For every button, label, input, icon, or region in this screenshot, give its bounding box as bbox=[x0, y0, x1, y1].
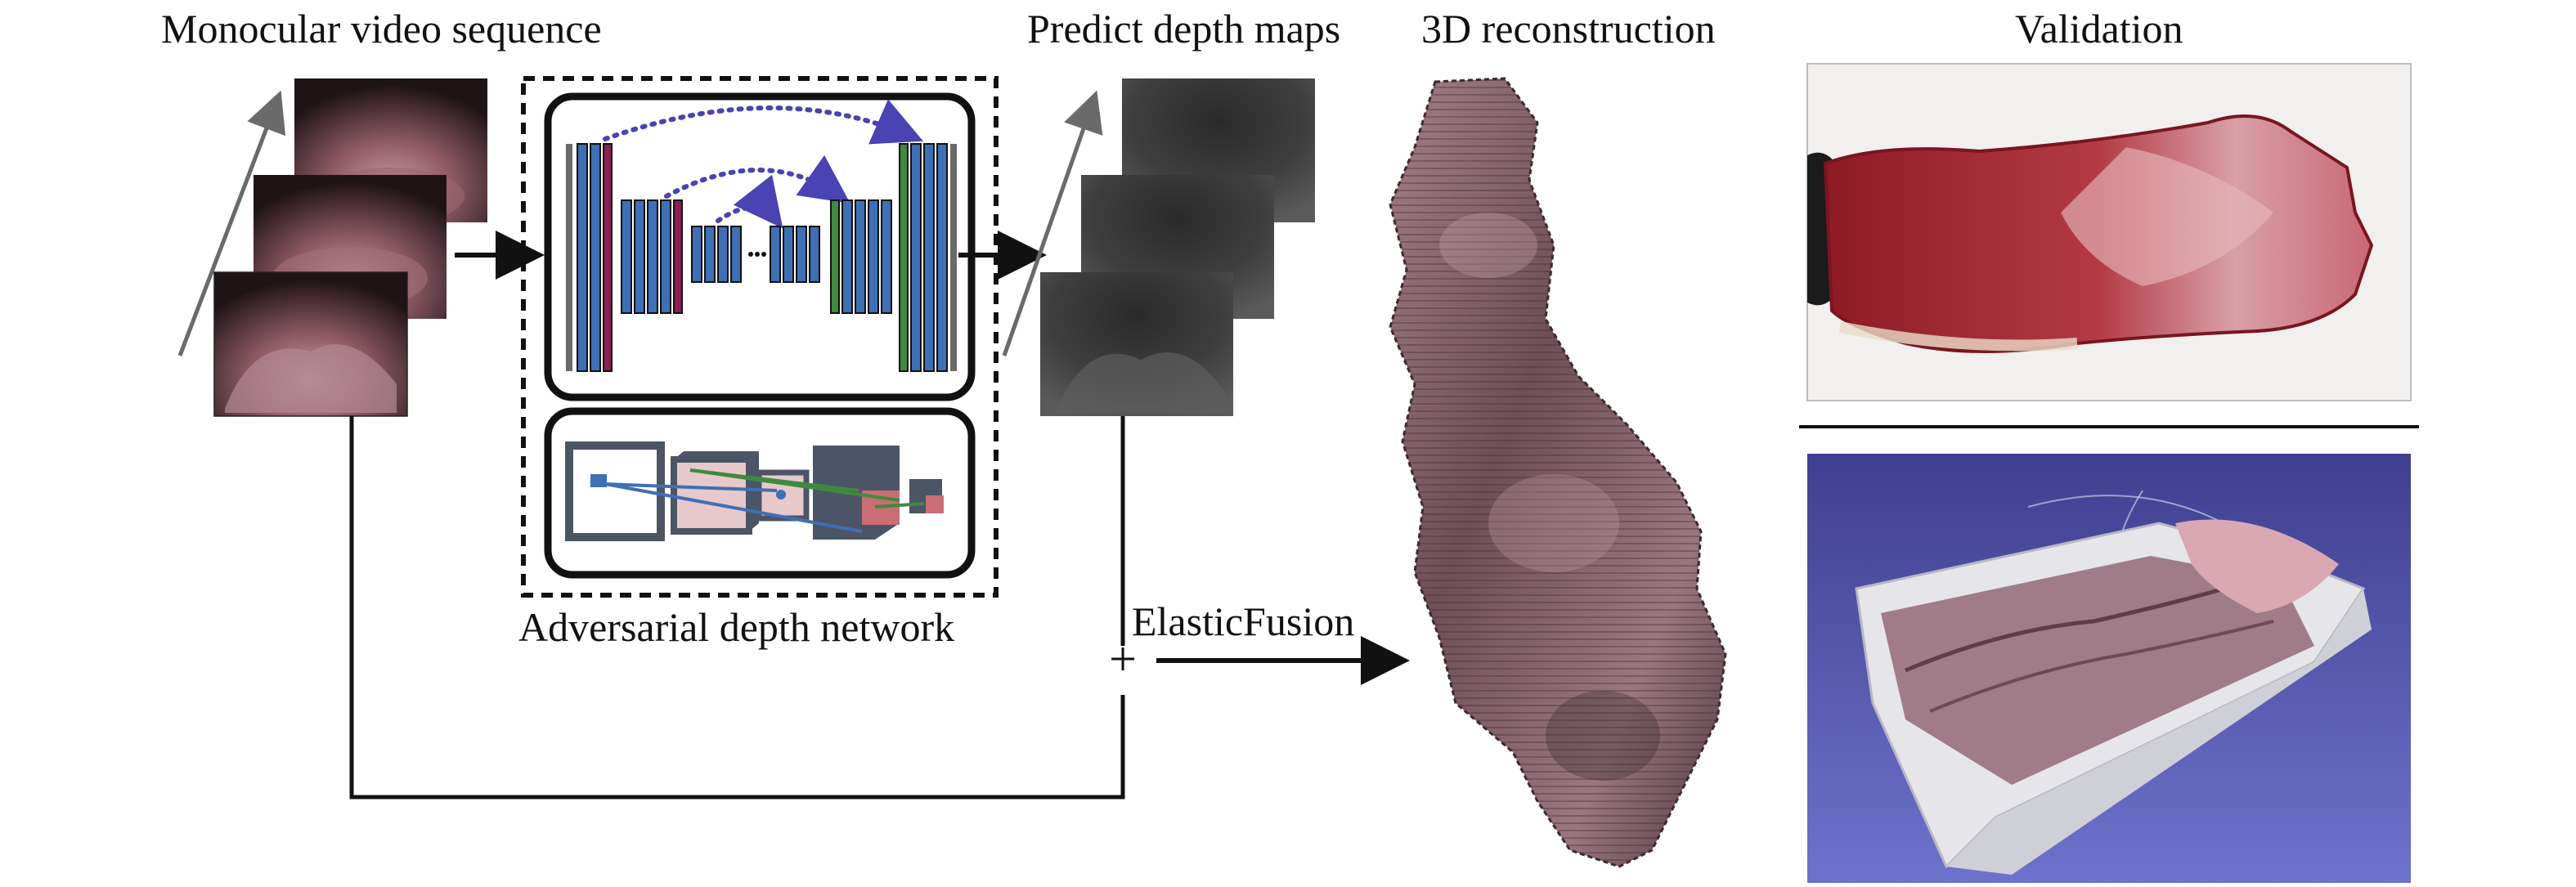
discriminator-cnn bbox=[544, 407, 976, 579]
skip-connection-inner bbox=[716, 174, 783, 229]
point-cloud-reconstruction bbox=[1389, 77, 1727, 868]
decoder-stage-1 bbox=[899, 143, 957, 372]
adversarial-network-box bbox=[521, 76, 999, 598]
label-predict-depth: Predict depth maps bbox=[1027, 6, 1341, 52]
discriminator-input-layer bbox=[565, 441, 665, 541]
encoder-stage-2 bbox=[621, 199, 683, 314]
discriminator-kernel-links bbox=[604, 468, 925, 533]
encoder-stage-1 bbox=[566, 143, 613, 372]
bottleneck-dots bbox=[748, 252, 766, 257]
decoder-stage-3 bbox=[770, 226, 820, 283]
video-frame-front bbox=[213, 271, 408, 417]
depth-frame-front bbox=[1040, 272, 1233, 416]
label-adversarial-network: Adversarial depth network bbox=[518, 604, 955, 650]
validation-mesh-model bbox=[1807, 454, 2411, 883]
skip-connection-outer bbox=[603, 99, 924, 145]
fusion-connectors bbox=[349, 416, 1410, 800]
label-validation: Validation bbox=[2015, 6, 2183, 52]
generator-unet bbox=[544, 92, 976, 401]
label-3d-reconstruction: 3D reconstruction bbox=[1421, 6, 1716, 52]
video-to-fusion-line bbox=[349, 416, 1125, 800]
decoder-stage-2 bbox=[830, 199, 892, 314]
label-monocular-video: Monocular video sequence bbox=[161, 6, 602, 52]
validation-specimen-photo bbox=[1806, 63, 2412, 401]
time-arrow-video bbox=[177, 90, 286, 356]
discriminator-output bbox=[909, 479, 944, 513]
video-frame-stack bbox=[177, 78, 487, 417]
discriminator-conv-1 bbox=[671, 451, 759, 535]
plus-symbol: + bbox=[1109, 632, 1137, 686]
network-dashed-border bbox=[521, 76, 999, 598]
label-elasticfusion: ElasticFusion bbox=[1132, 598, 1355, 644]
depth-frame-stack bbox=[1002, 78, 1315, 416]
encoder-stage-3 bbox=[691, 226, 742, 283]
time-arrow-depth bbox=[1002, 90, 1103, 356]
skip-connection-middle bbox=[664, 155, 850, 204]
